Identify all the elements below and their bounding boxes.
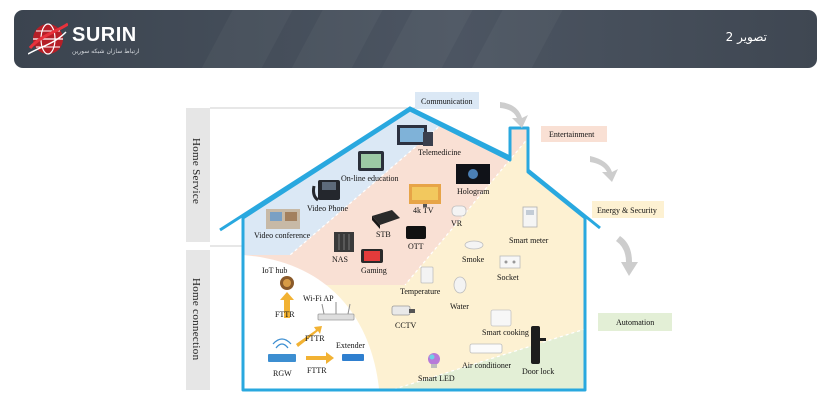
globe-logo-icon — [27, 22, 69, 55]
video-conference-icon — [266, 209, 300, 229]
tv-4k-icon — [409, 184, 441, 207]
air-conditioner-icon — [469, 343, 503, 354]
extender-label: Extender — [336, 341, 365, 350]
stb-icon — [372, 210, 400, 229]
iot-hub-label: IoT hub — [262, 266, 288, 275]
gaming-label: Gaming — [361, 266, 387, 275]
header-bar: SURIN ارتباط سازان شبکه سورین تصویر 2 — [14, 10, 817, 68]
logo-text: SURIN — [72, 24, 137, 46]
gaming-icon — [361, 249, 383, 263]
ott-icon — [406, 226, 426, 239]
door-lock-icon — [531, 326, 546, 364]
tv-4k-label: 4k TV — [413, 206, 434, 215]
rgw-icon — [268, 338, 296, 362]
wifi-ap-label: Wi-Fi AP — [303, 294, 334, 303]
iot-hub-icon — [280, 276, 294, 290]
online-education-icon — [358, 151, 384, 171]
smart-led-label: Smart LED — [418, 374, 455, 383]
home-connection-label: Home connection — [190, 278, 202, 361]
video-conference-label: Video conference — [254, 231, 311, 240]
flow-arrows — [500, 102, 638, 276]
vr-icon — [451, 205, 467, 217]
cctv-label: CCTV — [395, 321, 417, 330]
video-phone-label: Video Phone — [307, 204, 349, 213]
smoke-label: Smoke — [462, 255, 485, 264]
smart-led-icon — [428, 353, 440, 368]
house-outline — [241, 108, 587, 392]
smoke-icon — [464, 240, 484, 250]
flow-arrow-icon — [590, 156, 618, 182]
connection-zone — [243, 255, 380, 390]
roof-eave-right — [527, 168, 601, 230]
online-education-label: On-line education — [341, 174, 399, 183]
stb-label: STB — [376, 230, 391, 239]
extender-icon — [342, 354, 364, 361]
energy-security-tag: Energy & Security — [597, 206, 657, 215]
cctv-icon — [391, 305, 415, 316]
rgw-label: RGW — [273, 369, 292, 378]
communication-tag-box — [415, 92, 479, 109]
nas-label: NAS — [332, 255, 349, 264]
door-lock-label: Door lock — [522, 367, 555, 376]
nas-icon — [334, 232, 354, 252]
side-panel-service — [186, 108, 210, 242]
temperature-icon — [420, 266, 434, 284]
socket-label: Socket — [497, 273, 519, 282]
fttr-label: FTTR — [275, 310, 295, 319]
flow-arrow-icon — [500, 102, 528, 128]
fttr-label: FTTR — [305, 334, 325, 343]
arrow-diagonal-icon — [296, 326, 322, 347]
wifi-ap-icon — [317, 302, 355, 321]
temperature-label: Temperature — [400, 287, 441, 296]
smart-meter-icon — [522, 206, 538, 228]
hologram-label: Hologram — [457, 187, 490, 196]
socket-icon — [499, 255, 521, 269]
automation-tag-box — [598, 313, 672, 331]
flow-arrow-icon — [616, 236, 638, 276]
air-conditioner-label: Air conditioner — [462, 361, 512, 370]
telemedicine-label: Telemedicine — [418, 148, 461, 157]
roof-eave-left — [219, 106, 511, 232]
entertainment-tag: Entertainment — [549, 130, 595, 139]
smart-cooking-label: Smart cooking — [482, 328, 529, 337]
video-phone-icon — [312, 180, 340, 202]
fttr-label: FTTR — [307, 366, 327, 375]
automation-tag: Automation — [616, 318, 655, 327]
telemedicine-icon — [397, 125, 433, 146]
water-label: Water — [450, 302, 469, 311]
arrow-right-icon — [306, 352, 334, 364]
smart-meter-label: Smart meter — [509, 236, 549, 245]
home-service-label: Home Service — [190, 138, 202, 205]
fttr-arrows — [280, 292, 334, 364]
smart-cooking-icon — [490, 309, 512, 327]
communication-tag: Communication — [421, 97, 473, 106]
logo-subtitle: ارتباط سازان شبکه سورین — [72, 48, 140, 55]
figure-title: تصویر 2 — [725, 30, 767, 44]
side-panel-connection — [186, 250, 210, 390]
ott-label: OTT — [408, 242, 424, 251]
entertainment-tag-box — [541, 126, 607, 142]
zone-divider — [404, 110, 561, 286]
hologram-icon — [456, 164, 490, 184]
vr-label: VR — [451, 219, 463, 228]
surin-logo[interactable]: SURIN ارتباط سازان شبکه سورین — [27, 18, 140, 60]
arrow-up-icon — [280, 292, 294, 318]
energy-security-tag-box — [592, 201, 664, 218]
water-icon — [453, 276, 467, 294]
